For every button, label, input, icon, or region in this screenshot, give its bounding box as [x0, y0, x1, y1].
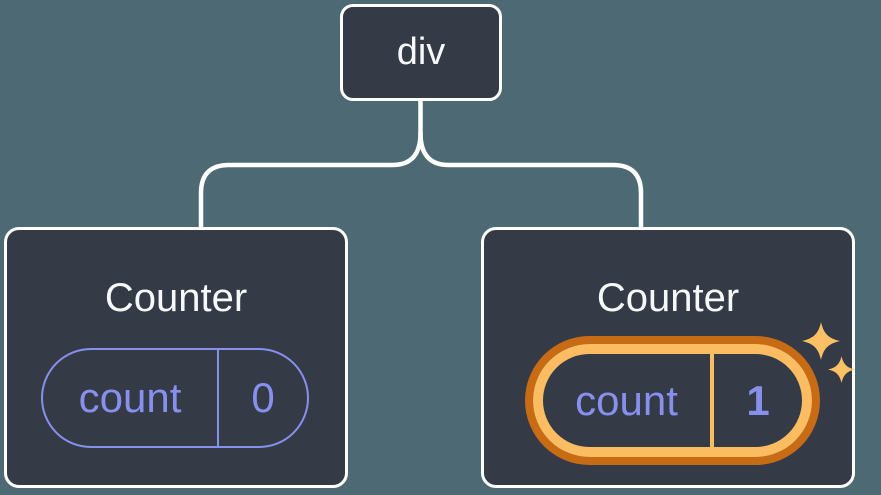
state-key-cell: count	[543, 354, 714, 447]
state-key-cell: count	[43, 350, 219, 446]
edge-root-to-right-counter	[418, 130, 644, 230]
sparkle-icon-small	[828, 356, 855, 383]
root-node-div: div	[340, 4, 502, 101]
counter-node-right: Counter count 1	[481, 227, 855, 488]
state-pill-highlighted: count 1	[533, 344, 812, 457]
edge-root-to-left-counter	[198, 130, 423, 230]
root-node-label: div	[396, 31, 446, 73]
component-title: Counter	[104, 276, 248, 320]
state-value-cell: 0	[219, 350, 307, 446]
state-value-label: 0	[251, 374, 275, 421]
state-key-label: count	[78, 374, 182, 421]
state-value-label: 1	[746, 376, 770, 424]
component-title: Counter	[596, 276, 740, 320]
counter-node-left: Counter count 0	[4, 227, 348, 488]
state-value-cell: 1	[714, 354, 802, 447]
state-pill: count 0	[41, 348, 309, 448]
sparkle-icon-large	[802, 322, 840, 360]
state-key-label: count	[575, 376, 678, 424]
